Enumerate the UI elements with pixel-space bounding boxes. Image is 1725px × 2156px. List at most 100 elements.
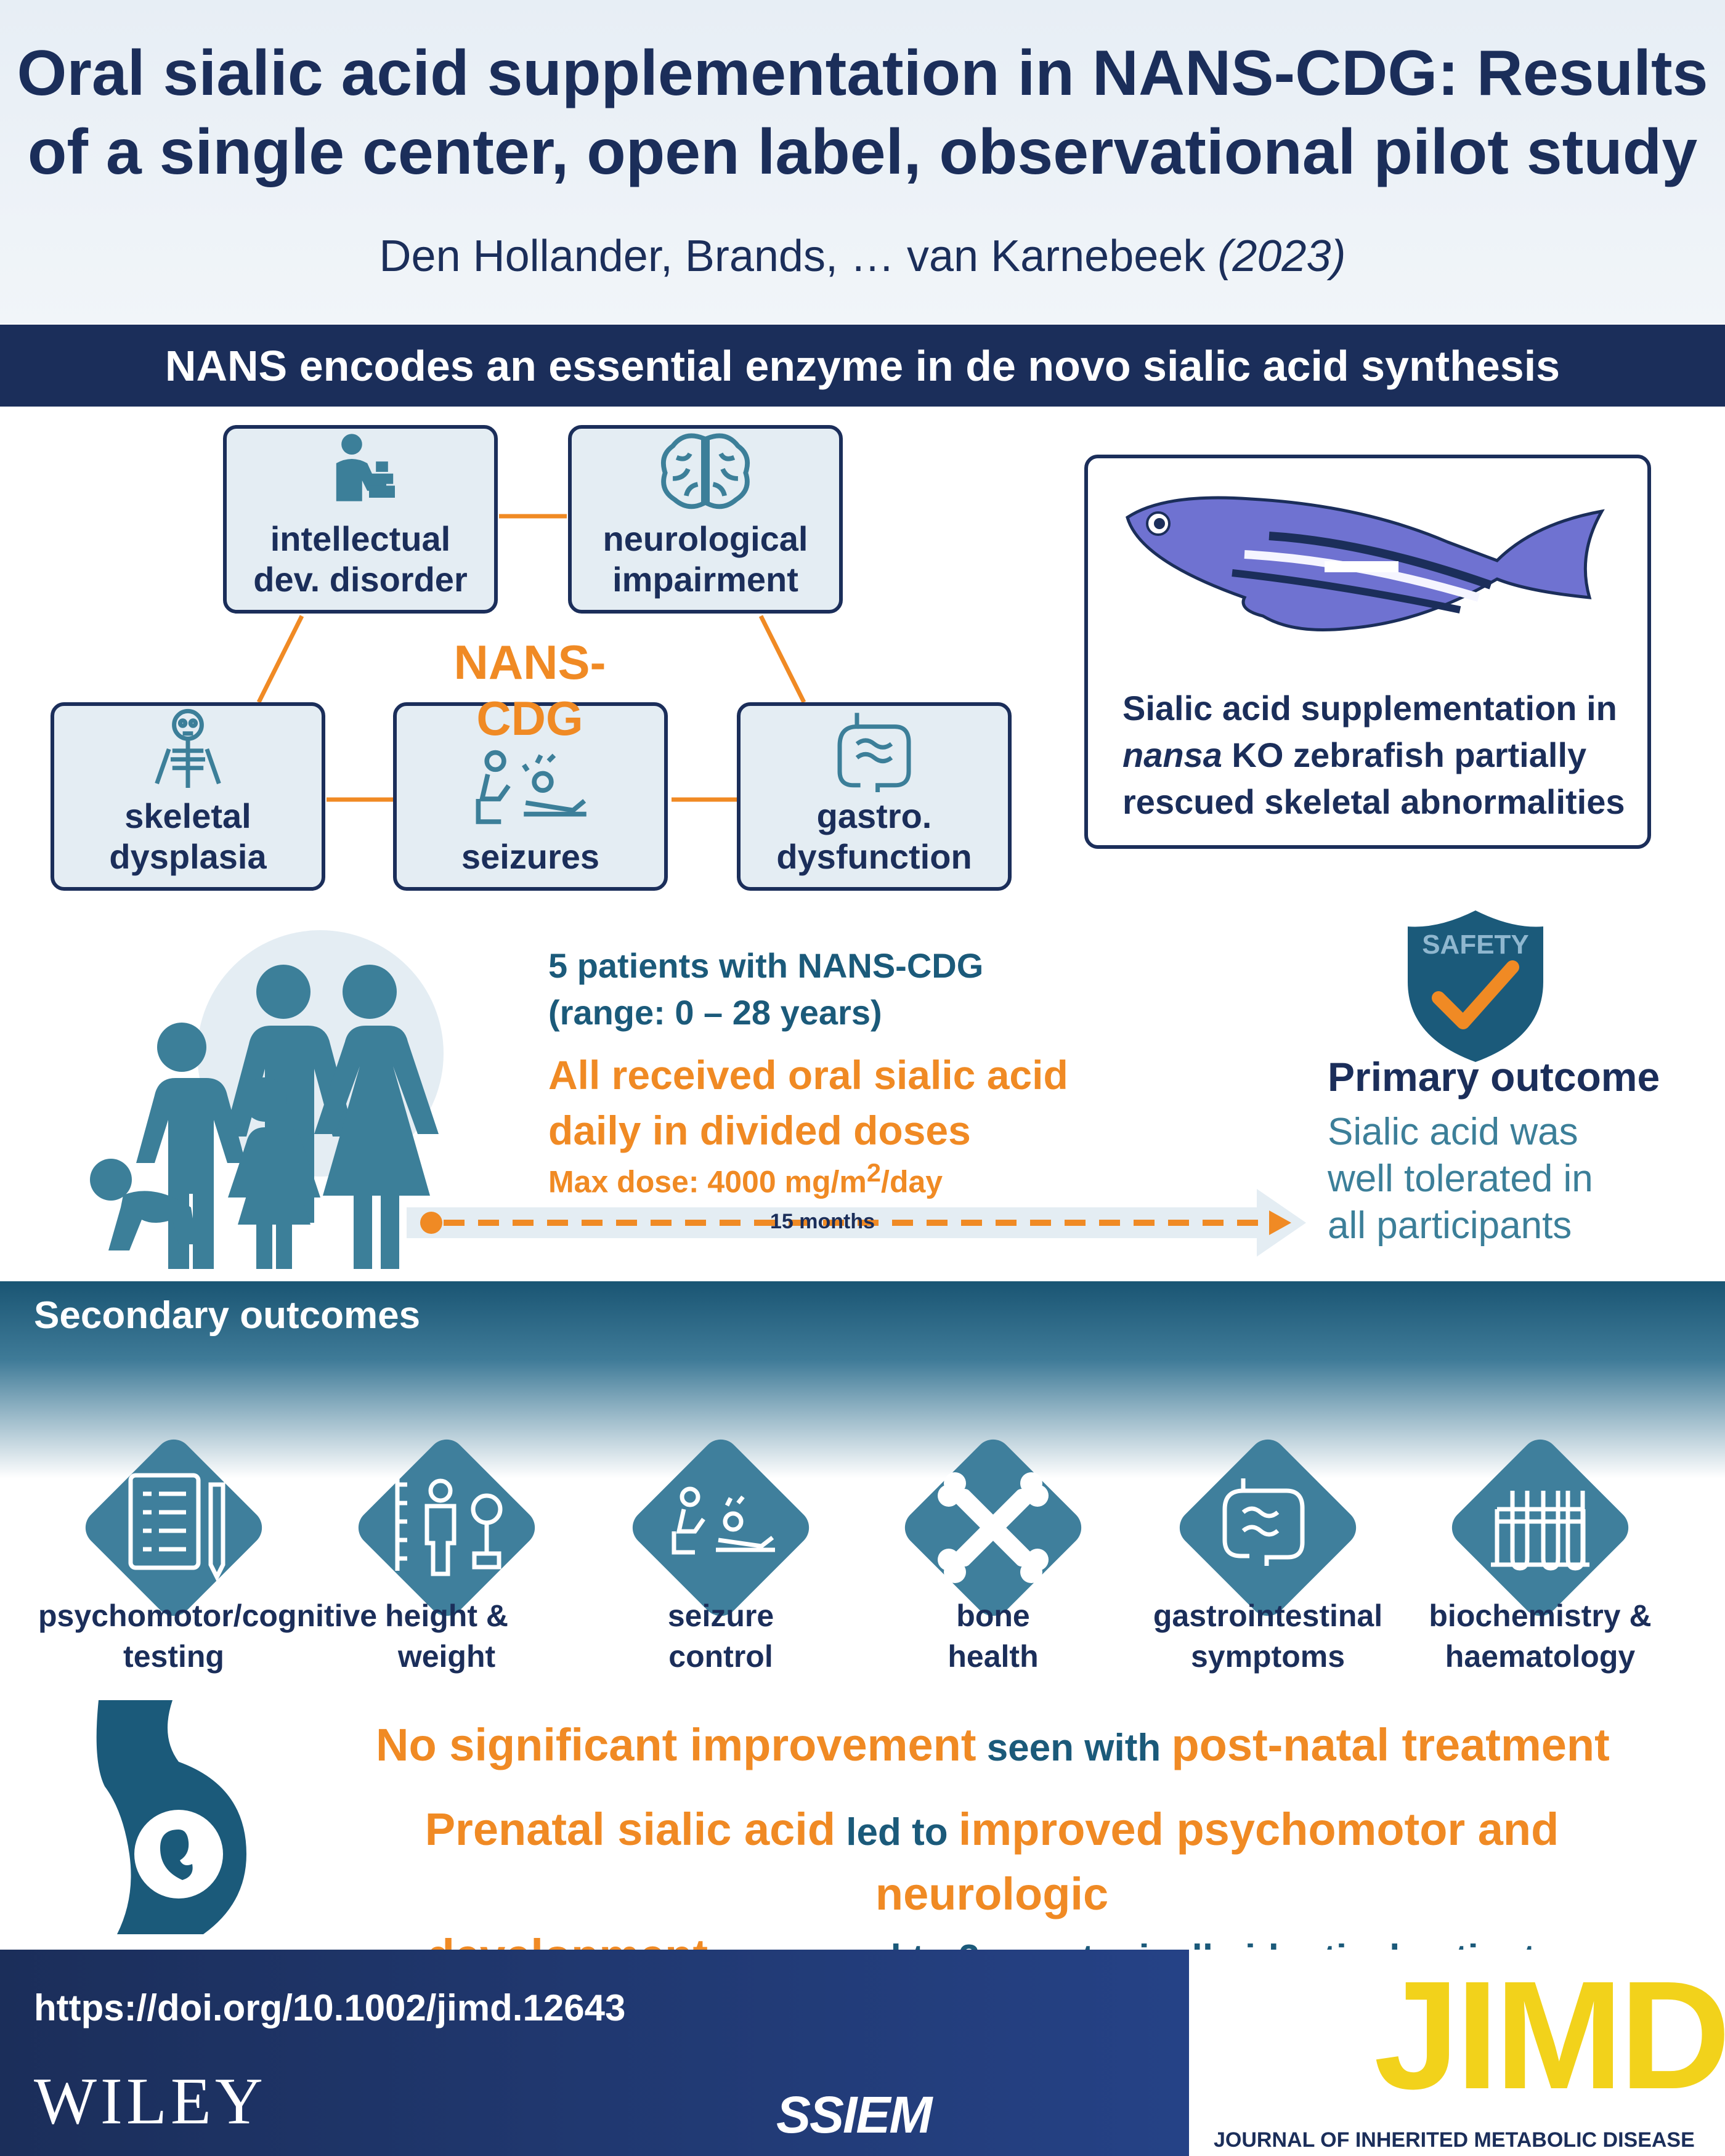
secondary-label-line: testing	[123, 1639, 224, 1674]
primary-outcome-line: well tolerated in	[1328, 1157, 1593, 1200]
treatment-line: All received oral sialic acid	[548, 1052, 1068, 1098]
secondary-label-line: control	[668, 1639, 773, 1674]
intestine-icon	[837, 713, 911, 792]
secondary-diamond	[882, 1417, 1104, 1639]
title-line-2: of a single center, open label, observat…	[27, 116, 1698, 188]
secondary-label: gastrointestinal symptoms	[1132, 1595, 1403, 1677]
brain-icon	[661, 433, 750, 509]
secondary-label-line: haematology	[1445, 1639, 1636, 1674]
pregnancy-icon	[96, 1700, 246, 1934]
patients-count: 5 patients with NANS-CDG	[548, 946, 984, 985]
symptom-label: seizures	[461, 837, 600, 876]
max-dose: Max dose: 4000 mg/m2/day	[548, 1158, 943, 1200]
secondary-label: seizure control	[585, 1595, 856, 1677]
secondary-label-line: health	[948, 1639, 1039, 1674]
duration-label: 15 months	[770, 1210, 875, 1233]
zebrafish-icon	[1126, 496, 1605, 631]
secondary-label: biochemistry &haematology	[1405, 1595, 1676, 1677]
secondary-diamond	[63, 1417, 285, 1639]
symptom-label: dysfunction	[776, 837, 972, 876]
test-tubes-icon	[1451, 1439, 1629, 1616]
secondary-band	[0, 1281, 1725, 1478]
shield-icon: SAFETY	[1408, 910, 1543, 1062]
secondary-label-line: symptoms	[1190, 1639, 1346, 1674]
doi-link[interactable]: https://doi.org/10.1002/jimd.12643	[34, 1987, 626, 2028]
secondary-label-line: bone	[956, 1599, 1030, 1633]
zebrafish-text: Sialic acid supplementation in nansa KO …	[1122, 685, 1628, 825]
secondary-title: Secondary outcomes	[34, 1294, 421, 1337]
wiley-logo: WILEY	[34, 2065, 267, 2138]
conclusion-highlight: No significant improvement	[376, 1719, 976, 1770]
section-banner: NANS encodes an essential enzyme in de n…	[0, 325, 1725, 407]
title-line-1: Oral sialic acid supplementation in NANS…	[17, 38, 1708, 109]
zebrafish-line: rescued skeletal abnormalities	[1122, 782, 1625, 821]
secondary-label-line: gastrointestinal	[1153, 1599, 1383, 1633]
timeline-arrow	[407, 1189, 1306, 1257]
primary-outcome-line: Sialic acid was	[1328, 1111, 1578, 1153]
symptom-connectors	[256, 514, 806, 802]
symptom-seizures: seizures	[393, 702, 668, 891]
zebrafish-gene: nansa	[1122, 736, 1222, 774]
jimd-logo: JIMD	[1374, 1949, 1725, 2121]
patients-info: 5 patients with NANS-CDG (range: 0 – 28 …	[548, 942, 983, 1036]
intestine-icon	[1179, 1439, 1357, 1616]
jimd-subtitle: JOURNAL OF INHERITED METABOLIC DISEASE	[1214, 2128, 1695, 2152]
secondary-label-line: weight	[397, 1639, 496, 1674]
primary-outcome-title: Primary outcome	[1328, 1054, 1660, 1100]
secondary-label-line: psychomotor/cognitive	[38, 1599, 378, 1633]
secondary-label-line: height &	[385, 1599, 508, 1633]
secondary-label: bone health	[858, 1595, 1129, 1677]
page-title: Oral sialic acid supplementation in NANS…	[0, 34, 1725, 192]
symptom-label: skeletal	[124, 796, 251, 835]
seizure-icon	[632, 1439, 810, 1616]
conclusion-text: seen with	[976, 1727, 1172, 1769]
secondary-label: height & weight	[311, 1595, 582, 1677]
max-dose-text: Max dose: 4000 mg/m	[548, 1164, 867, 1199]
secondary-label: psychomotor/cognitive testing	[38, 1595, 378, 1677]
height-weight-icon	[358, 1439, 535, 1616]
authors-names: Den Hollander, Brands, … van Karnebeek	[379, 232, 1206, 281]
conclusion-highlight: improved psychomotor and neurologic	[875, 1804, 1559, 1919]
shield-label: SAFETY	[1422, 930, 1529, 960]
primary-outcome-line: all participants	[1328, 1204, 1572, 1247]
child-blocks-icon	[336, 434, 395, 501]
symptom-label: neurological	[603, 519, 808, 558]
symptom-label: impairment	[612, 560, 798, 599]
secondary-diamond	[610, 1417, 832, 1639]
authors-year: (2023)	[1217, 232, 1346, 281]
secondary-diamond	[1157, 1417, 1379, 1639]
max-dose-exponent: 2	[866, 1158, 882, 1187]
treatment-line: daily in divided doses	[548, 1108, 971, 1153]
max-dose-unit: /day	[881, 1164, 943, 1199]
conclusion-text: led to	[835, 1811, 959, 1854]
ssiem-logo: SSIEM	[776, 2086, 932, 2144]
conclusion-highlight: post-natal treatment	[1171, 1719, 1610, 1770]
zebrafish-line: Sialic acid supplementation in	[1122, 689, 1617, 727]
symptom-label: intellectual	[270, 519, 451, 558]
nans-cdg-label: NANS-CDG	[453, 635, 606, 745]
skeleton-icon	[155, 708, 221, 788]
checklist-icon	[85, 1439, 262, 1616]
conclusion-highlight: Prenatal sialic acid	[424, 1804, 836, 1855]
header-background	[0, 0, 1725, 323]
jimd-logo-background	[1189, 1950, 1725, 2156]
bone-icon	[904, 1439, 1082, 1616]
symptom-label: dysplasia	[109, 837, 267, 876]
seizure-icon	[476, 750, 586, 824]
family-icon	[90, 930, 444, 1269]
conclusion-postnatal: No significant improvement seen with pos…	[376, 1719, 1670, 1771]
secondary-label-line: seizure	[667, 1599, 774, 1633]
zebrafish-line-rest: KO zebrafish partially	[1222, 736, 1587, 774]
secondary-diamond	[336, 1417, 558, 1639]
primary-outcome-text: Sialic acid was well tolerated in all pa…	[1328, 1109, 1673, 1249]
symptom-gastro: gastro.dysfunction	[737, 702, 1012, 891]
patients-age-range: (range: 0 – 28 years)	[548, 993, 882, 1032]
zebrafish-line: nansa KO zebrafish partially	[1122, 732, 1628, 779]
symptom-label: dev. disorder	[253, 560, 468, 599]
symptom-label: gastro.	[816, 796, 932, 835]
secondary-diamond	[1429, 1417, 1651, 1639]
